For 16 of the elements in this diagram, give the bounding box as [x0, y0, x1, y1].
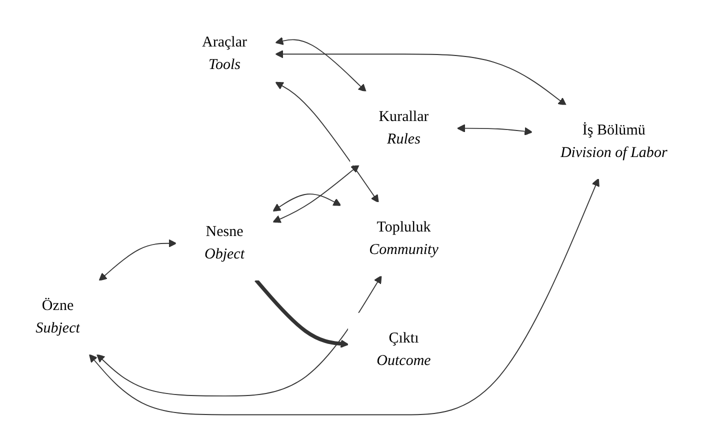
node-text: Nesne Object: [204, 224, 245, 262]
node-text: İş Bölümü Division of Labor: [560, 122, 668, 161]
arrow: [272, 164, 360, 223]
arrow: [272, 193, 342, 212]
node-text: Özne Subject: [36, 298, 80, 336]
arrow: [275, 50, 567, 106]
node-text: Araçlar Tools: [202, 34, 248, 73]
arrow: [98, 239, 177, 281]
arrow: [96, 275, 382, 396]
arrow: [254, 278, 349, 348]
node-text: Topluluk Community: [369, 219, 438, 258]
arrow: [275, 82, 379, 203]
arrow: [275, 36, 366, 92]
node-text: Kurallar Rules: [378, 108, 429, 147]
arrow: [89, 178, 600, 416]
arrow: [456, 124, 533, 136]
